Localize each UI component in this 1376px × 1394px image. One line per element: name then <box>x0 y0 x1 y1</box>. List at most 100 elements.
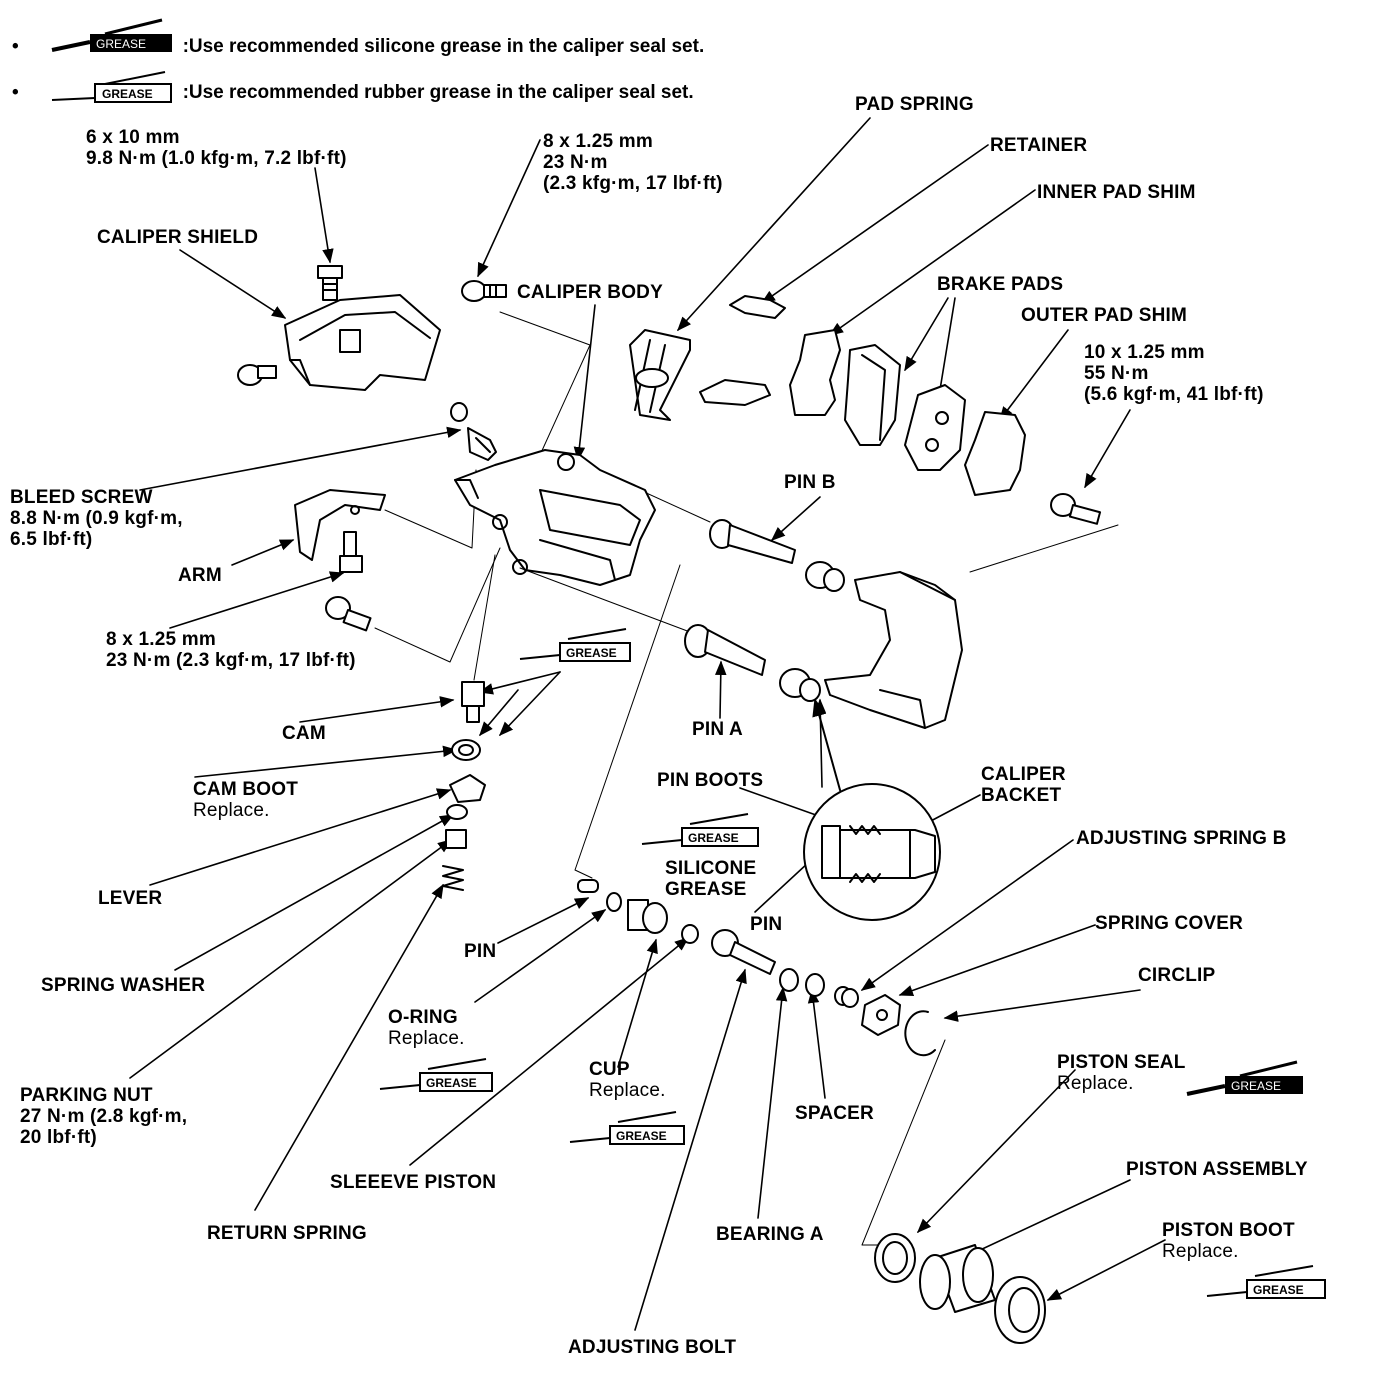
label-pin-a: PIN A <box>692 719 743 740</box>
label-spring-cover: SPRING COVER <box>1095 913 1244 934</box>
label-sleeve-piston: SLEEEVE PISTON <box>330 1172 497 1193</box>
label-spec-8x125-low: 8 x 1.25 mm 23 N·m (2.3 kgf·m, 17 lbf·ft… <box>106 629 356 671</box>
rubber-grease-tube-icon: GREASE <box>641 813 759 847</box>
sleeve-piston-icon <box>627 899 668 934</box>
label-pin-b: PIN B <box>784 472 836 493</box>
label-caliper-body: CALIPER BODY <box>517 282 663 303</box>
caliper-bracket-icon <box>824 571 963 729</box>
o-ring-icon <box>606 892 622 912</box>
pin-b-boot-icon <box>805 561 845 592</box>
label-cam-boot: CAM BOOT Replace. <box>193 779 299 821</box>
rubber-grease-tube-icon: GREASE <box>379 1058 493 1092</box>
legend-rubber: • :Use recommended rubber grease in the … <box>12 82 694 103</box>
label-o-ring: O-RING Replace. <box>388 1007 465 1049</box>
label-cam: CAM <box>282 723 326 744</box>
svg-text:GREASE: GREASE <box>96 37 146 51</box>
lever-icon <box>449 774 486 803</box>
retainer-icon <box>699 295 786 406</box>
svg-text:GREASE: GREASE <box>688 831 739 845</box>
svg-text:GREASE: GREASE <box>616 1129 667 1143</box>
label-piston-boot: PISTON BOOT Replace. <box>1162 1220 1295 1262</box>
adjusting-spring-b-icon <box>834 986 859 1008</box>
label-piston-assembly: PISTON ASSEMBLY <box>1126 1159 1308 1180</box>
label-pin: PIN <box>464 941 497 962</box>
label-brake-pads: BRAKE PADS <box>937 274 1064 295</box>
label-adjusting-spring-b: ADJUSTING SPRING B <box>1076 828 1287 849</box>
arm-icon <box>294 489 386 561</box>
caliper-shield-icon <box>284 294 441 391</box>
label-bearing-a: BEARING A <box>716 1224 824 1245</box>
silicone-grease-tube-icon: GREASE <box>51 18 172 52</box>
parking-nut-icon <box>445 829 467 849</box>
svg-text:GREASE: GREASE <box>1253 1283 1304 1297</box>
svg-text:GREASE: GREASE <box>102 87 153 101</box>
label-parking-nut: PARKING NUT 27 N·m (2.8 kgf·m, 20 lbf·ft… <box>20 1085 188 1148</box>
piston-assembly-icon <box>919 1244 996 1313</box>
piston-boot-icon <box>994 1276 1046 1344</box>
bearing-a-icon <box>779 968 799 992</box>
rubber-grease-tube-icon: GREASE <box>51 71 172 103</box>
shield-bolt-icon <box>237 364 277 386</box>
brake-pad-inner-icon <box>844 344 901 446</box>
rubber-grease-tube-icon: GREASE <box>569 1111 685 1145</box>
piston-seal-icon <box>874 1233 916 1283</box>
label-retainer: RETAINER <box>990 135 1088 156</box>
circlip-icon <box>904 1010 936 1057</box>
cup-icon <box>681 924 699 944</box>
label-circlip: CIRCLIP <box>1138 965 1216 986</box>
label-spacer: SPACER <box>795 1103 874 1124</box>
label-piston-seal: PISTON SEAL Replace. <box>1057 1052 1186 1094</box>
label-pad-spring: PAD SPRING <box>855 94 974 115</box>
spacer-icon <box>805 973 825 997</box>
detail-arrow <box>812 698 841 791</box>
label-return-spring: RETURN SPRING <box>207 1223 367 1244</box>
label-caliper-shield: CALIPER SHIELD <box>97 227 259 248</box>
label-caliper-backet: CALIPER BACKET <box>981 764 1066 806</box>
label-outer-pad-shim: OUTER PAD SHIM <box>1021 305 1188 326</box>
cam-icon <box>461 681 485 723</box>
label-adjusting-bolt: ADJUSTING BOLT <box>568 1337 737 1358</box>
pin-a-boot-icon <box>779 668 821 702</box>
legend-silicone: • :Use recommended silicone grease in th… <box>12 36 705 57</box>
label-silicone-grease: SILICONE GREASE <box>665 858 757 900</box>
inner-pad-shim-icon <box>789 329 841 416</box>
label-bleed-screw: BLEED SCREW 8.8 N·m (0.9 kgf·m, 6.5 lbf·… <box>10 487 183 550</box>
pin-a-icon <box>684 624 766 676</box>
svg-text:GREASE: GREASE <box>566 646 617 660</box>
spring-washer-icon <box>446 804 468 820</box>
outer-pad-shim-icon <box>964 411 1026 496</box>
pin-b-icon <box>709 519 796 564</box>
arm-bolt-icon <box>339 531 363 573</box>
label-lever: LEVER <box>98 888 163 909</box>
bolt-8x125-low-icon <box>325 596 372 632</box>
rubber-grease-tube-icon: GREASE <box>519 628 631 662</box>
label-pin-detail: PIN <box>750 914 783 935</box>
cam-boot-icon <box>451 739 481 761</box>
spring-cover-icon <box>861 994 901 1036</box>
pin-icon <box>577 879 599 893</box>
label-spec-8x125-top: 8 x 1.25 mm 23 N·m (2.3 kfg·m, 17 lbf·ft… <box>543 131 723 194</box>
svg-text:GREASE: GREASE <box>1231 1079 1281 1093</box>
caliper-body-icon <box>454 449 656 586</box>
return-spring-icon <box>442 865 464 891</box>
pin-boot-detail-circle <box>803 783 941 921</box>
label-pin-boots: PIN BOOTS <box>657 770 764 791</box>
rubber-grease-tube-icon: GREASE <box>1206 1265 1326 1299</box>
silicone-grease-tube-icon: GREASE <box>1186 1060 1303 1096</box>
bracket-bolt-icon <box>1050 493 1102 525</box>
label-spec-6x10: 6 x 10 mm 9.8 N·m (1.0 kfg·m, 7.2 lbf·ft… <box>86 127 347 169</box>
label-cup: CUP Replace. <box>589 1059 666 1101</box>
label-arm: ARM <box>178 565 222 586</box>
adjusting-bolt-icon <box>711 929 776 975</box>
pad-spring-icon <box>629 329 691 421</box>
svg-text:GREASE: GREASE <box>426 1076 477 1090</box>
brake-pad-outer-icon <box>904 384 966 471</box>
bleed-screw-icon <box>450 402 497 461</box>
label-spec-10x125: 10 x 1.25 mm 55 N·m (5.6 kgf·m, 41 lbf·f… <box>1084 342 1264 405</box>
label-inner-pad-shim: INNER PAD SHIM <box>1037 182 1196 203</box>
bolt-6x10-icon <box>317 265 343 301</box>
label-spring-washer: SPRING WASHER <box>41 975 206 996</box>
bolt-top-left-icon <box>461 280 507 302</box>
